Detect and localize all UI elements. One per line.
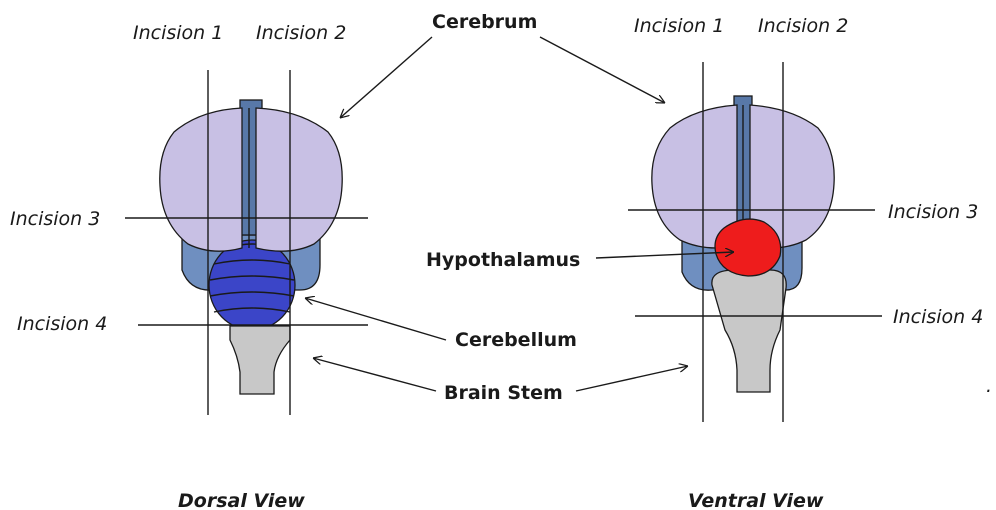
stray-mark: .	[986, 375, 992, 397]
dorsal-brain-stem	[230, 326, 290, 394]
ventral-view-title: Ventral View	[688, 490, 824, 510]
dorsal-brain	[160, 100, 342, 394]
dorsal-view-title: Dorsal View	[178, 490, 305, 510]
dorsal-incision-3-label: Incision 3	[10, 208, 100, 230]
ventral-hypothalamus	[715, 219, 781, 276]
cerebrum-arrow-dorsal	[340, 37, 432, 118]
ventral-incision-2-label: Incision 2	[758, 15, 848, 37]
cerebrum-arrow-ventral	[540, 37, 665, 103]
cerebellum-arrow	[305, 298, 446, 340]
dorsal-right-hemisphere	[256, 108, 342, 251]
ventral-brain-stem	[712, 270, 786, 392]
hypothalamus-label: Hypothalamus	[426, 249, 580, 271]
ventral-incision-1-label: Incision 1	[634, 15, 724, 37]
brain-stem-arrow-dorsal	[313, 358, 436, 391]
dorsal-incision-4-label: Incision 4	[17, 313, 107, 335]
ventral-brain	[652, 96, 834, 392]
ventral-incision-4-label: Incision 4	[893, 306, 983, 328]
cerebrum-label: Cerebrum	[432, 11, 537, 33]
ventral-left-hemisphere	[652, 105, 737, 248]
dorsal-left-hemisphere	[160, 108, 242, 251]
dorsal-cerebellum	[209, 240, 295, 330]
brain-stem-label: Brain Stem	[444, 382, 563, 404]
dorsal-incision-2-label: Incision 2	[256, 22, 346, 44]
ventral-incision-3-label: Incision 3	[888, 201, 978, 223]
brain-stem-arrow-ventral	[576, 366, 688, 391]
cerebellum-label: Cerebellum	[455, 329, 577, 351]
dorsal-incision-1-label: Incision 1	[133, 22, 223, 44]
